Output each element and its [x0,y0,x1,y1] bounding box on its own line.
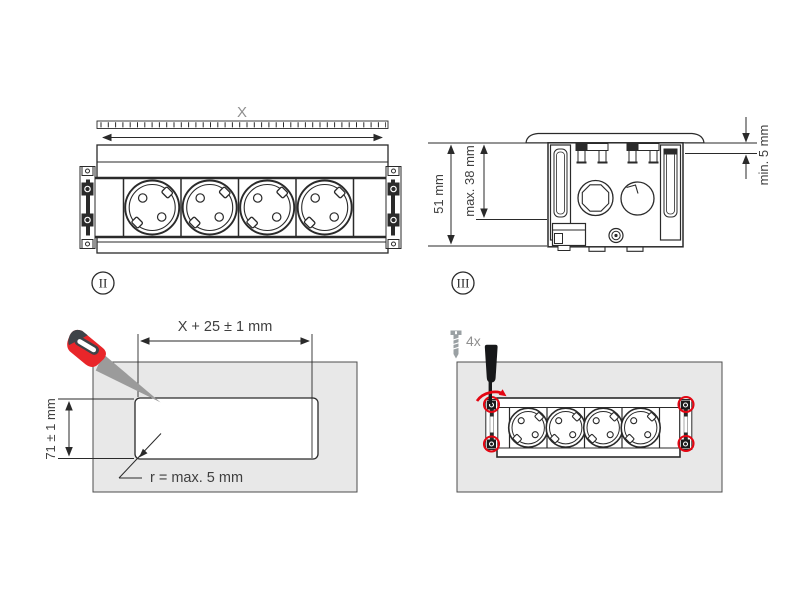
socket-outlet [296,179,353,236]
corner-radius-label: r = max. 5 mm [150,470,243,486]
step-marker-2: II [91,271,115,295]
socket-outlet [507,407,549,449]
end-bracket-left [485,398,499,451]
socket-outlet [620,407,662,449]
panel-mounting-view: 4x [450,330,723,493]
screw-count-label: 4x [466,333,481,349]
depth-total-label: 51 mm [431,174,446,214]
rotation-arrow [498,389,507,397]
socket-strip-mounted [482,395,695,458]
panel-cutout-view: X + 25 ± 1 mm 71 ± 1 mm r = max. 5 mm [43,319,358,493]
screwdriver-icon [475,344,507,404]
end-bracket-left [79,165,96,250]
panel-thickness-label: min. 5 mm [756,125,771,186]
panel-thickness-dimension: min. 5 mm [685,117,771,185]
step-label: II [99,276,108,291]
cover-flange [525,132,705,144]
panel-front-view: X II [79,104,402,295]
saw-icon [67,329,161,403]
cable-entry-left [577,179,614,217]
ruler-scale [96,120,389,129]
cutout-width-label: X + 25 ± 1 mm [178,319,273,335]
end-bracket-right [679,398,693,451]
width-dimension-label: X [237,104,247,121]
terminal-housing [551,222,587,247]
socket-outlet [582,407,624,449]
socket-strip-front [79,144,402,254]
panel-section-view: 51 mm max. 38 mm [428,117,771,295]
fixing-screw [608,227,624,244]
corner-radius-callout: r = max. 5 mm [118,433,243,486]
step-marker-3: III [451,271,475,295]
screw-position-marker [482,435,501,453]
side-rail-right [659,144,682,241]
socket-outlet [181,179,238,236]
screw-position-marker [677,395,695,414]
screw-position-marker [677,434,695,453]
cutout-opening [134,397,319,460]
step-label: III [457,276,470,291]
install-depth-label: max. 38 mm [462,145,477,217]
cable-entry-right [620,181,655,216]
socket-outlet [124,179,181,236]
socket-outlet [239,179,296,236]
cutout-height-label: 71 ± 1 mm [43,398,58,459]
flush-mount-box [525,132,705,252]
socket-outlet [545,407,587,449]
end-bracket-right [385,165,402,250]
screw-icon [450,330,462,359]
